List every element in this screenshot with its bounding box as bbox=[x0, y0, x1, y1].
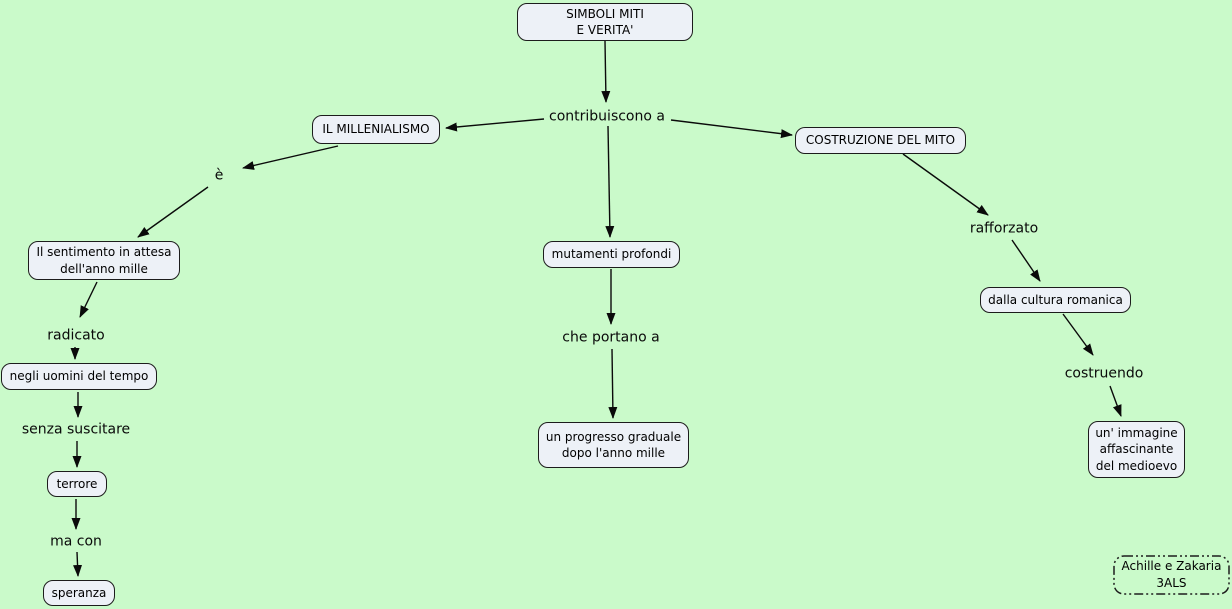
edge-costruendo-to-immagine bbox=[1109, 385, 1122, 417]
authors-text: Achille e Zakaria 3ALS bbox=[1121, 559, 1222, 590]
edge-cultura-to-costruendo bbox=[1062, 313, 1094, 356]
concept-node-progresso-graduale[interactable]: un progresso graduale dopo l'anno mille bbox=[538, 422, 689, 468]
edge-simboli-to-contribuiscono bbox=[601, 40, 611, 103]
link-label-rafforzato[interactable]: rafforzato bbox=[969, 220, 1039, 237]
concept-node-immagine-medioevo[interactable]: un' immagine affascinante del medioevo bbox=[1088, 421, 1185, 478]
edge-contribuiscono-to-mutamenti bbox=[605, 125, 615, 238]
edge-cheportano-to-progresso bbox=[608, 348, 618, 419]
concept-node-simboli-miti[interactable]: SIMBOLI MITI E VERITA' bbox=[517, 3, 693, 41]
edge-contribuiscono-to-millenialismo bbox=[445, 118, 545, 132]
concept-node-il-millenialismo[interactable]: IL MILLENIALISMO bbox=[312, 115, 440, 144]
edge-e-to-sentimento bbox=[137, 186, 209, 238]
link-label-contribuiscono-a[interactable]: contribuiscono a bbox=[549, 108, 665, 125]
edge-contribuiscono-to-costruzione bbox=[670, 119, 793, 139]
concept-node-uomini-del-tempo[interactable]: negli uomini del tempo bbox=[1, 363, 157, 390]
concept-node-speranza[interactable]: speranza bbox=[43, 580, 115, 606]
edge-macon-to-speranza bbox=[73, 551, 83, 577]
link-label-e[interactable]: è bbox=[214, 167, 224, 184]
concept-node-mutamenti-profondi[interactable]: mutamenti profondi bbox=[543, 241, 680, 268]
link-label-costruendo[interactable]: costruendo bbox=[1064, 365, 1144, 382]
concept-node-costruzione-del-mito[interactable]: COSTRUZIONE DEL MITO bbox=[795, 127, 966, 154]
authors-box-border bbox=[1113, 555, 1230, 595]
link-label-senza-suscitare[interactable]: senza suscitare bbox=[21, 421, 131, 438]
link-label-che-portano-a[interactable]: che portano a bbox=[562, 329, 660, 346]
concept-node-sentimento-attesa[interactable]: Il sentimento in attesa dell'anno mille bbox=[28, 241, 180, 280]
edge-rafforzato-to-cultura bbox=[1011, 239, 1041, 282]
edge-sentimento-to-radicato bbox=[79, 281, 98, 318]
link-label-ma-con[interactable]: ma con bbox=[50, 533, 102, 550]
authors-box[interactable]: Achille e Zakaria 3ALS bbox=[1113, 555, 1230, 595]
concept-node-terrore[interactable]: terrore bbox=[47, 471, 107, 497]
edge-costruzione-to-rafforzato bbox=[902, 153, 989, 216]
concept-node-cultura-romanica[interactable]: dalla cultura romanica bbox=[980, 287, 1131, 313]
edge-millenialismo-to-e bbox=[242, 145, 339, 170]
link-label-radicato[interactable]: radicato bbox=[47, 327, 105, 344]
